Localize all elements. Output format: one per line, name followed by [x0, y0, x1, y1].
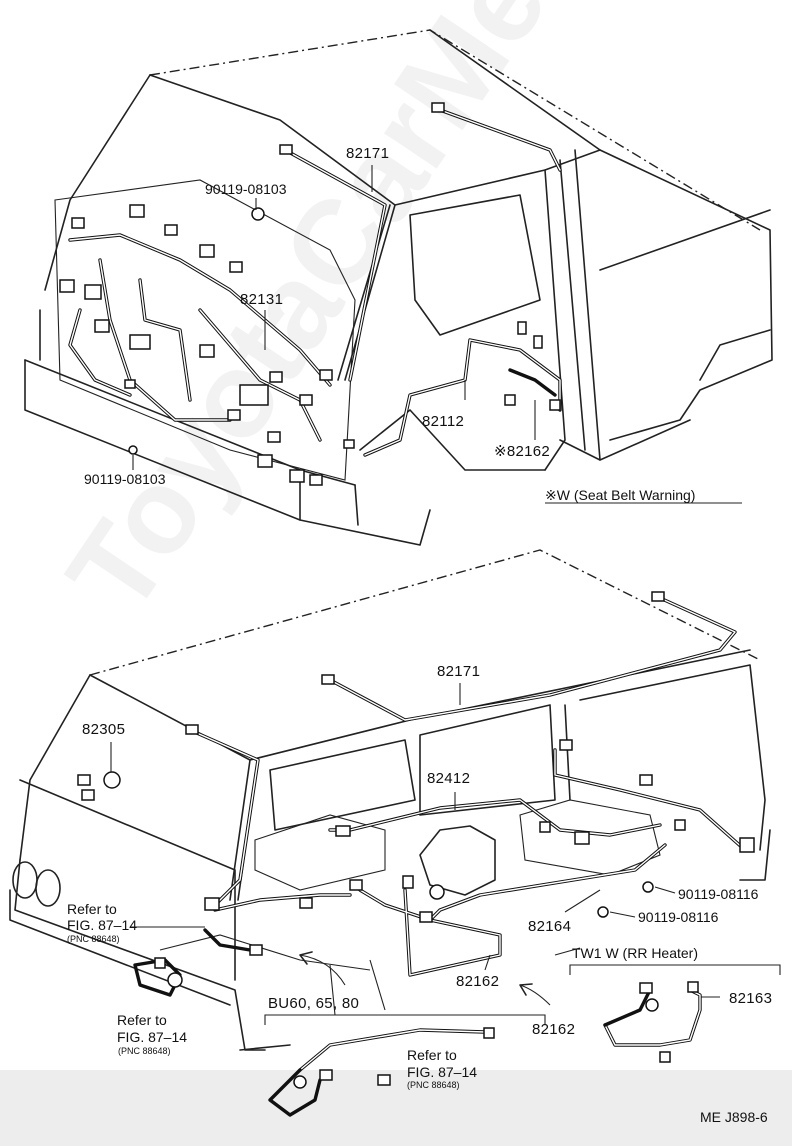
callout-82171-upper: 82171 [346, 145, 390, 162]
callout-82163: 82163 [729, 990, 773, 1007]
callout-82162-mid: 82162 [456, 973, 500, 990]
refer3-line1: Refer to [407, 1047, 457, 1063]
callout-82164: 82164 [528, 918, 572, 935]
footer-band [0, 1070, 792, 1146]
seat-belt-warning-note: ※W (Seat Belt Warning) [545, 487, 696, 503]
lower-connectors [77, 591, 755, 988]
callout-82171-lower: 82171 [437, 663, 481, 680]
figure-code: ME J898-6 [700, 1109, 768, 1125]
callout-82162-left: 82162 [532, 1021, 576, 1038]
refer2-line1: Refer to [117, 1012, 167, 1028]
callout-90119-08103-bottom: 90119-08103 [84, 471, 166, 487]
upper-connectors [59, 102, 561, 486]
lower-leader-lines [110, 683, 781, 1117]
lower-vehicle-body [9, 549, 771, 1051]
variant-bu60-65-80: BU60, 65, 80 [268, 995, 360, 1012]
upper-harness-door [363, 338, 562, 457]
refer1-line2: FIG. 87–14 [67, 917, 138, 933]
callout-82112: 82112 [422, 413, 465, 430]
refer1-line1: Refer to [67, 901, 117, 917]
callout-82412: 82412 [427, 770, 471, 787]
refer1-pnc: (PNC 88648) [67, 934, 120, 944]
refer3-pnc: (PNC 88648) [407, 1080, 460, 1090]
refer2-pnc: (PNC 88648) [118, 1046, 171, 1056]
lower-harness-floor [133, 748, 747, 997]
callout-82305: 82305 [82, 721, 126, 738]
upper-vehicle-body [24, 29, 773, 546]
refer3-line2: FIG. 87–14 [407, 1064, 478, 1080]
callout-90119-08116-a: 90119-08116 [678, 886, 759, 902]
refer2-line2: FIG. 87–14 [117, 1029, 188, 1045]
callout-82131: 82131 [240, 291, 284, 308]
upper-leader-lines [132, 165, 742, 504]
lower-harness-roof [188, 596, 737, 907]
callout-90119-08103-top: 90119-08103 [205, 181, 287, 197]
upper-harness-roof [283, 108, 562, 382]
upper-harness-dash [68, 233, 332, 442]
variant-tw1w-rr-heater: TW1 W (RR Heater) [572, 945, 698, 961]
callout-82162-upper: ※82162 [494, 443, 551, 460]
callout-90119-08116-b: 90119-08116 [638, 909, 719, 925]
